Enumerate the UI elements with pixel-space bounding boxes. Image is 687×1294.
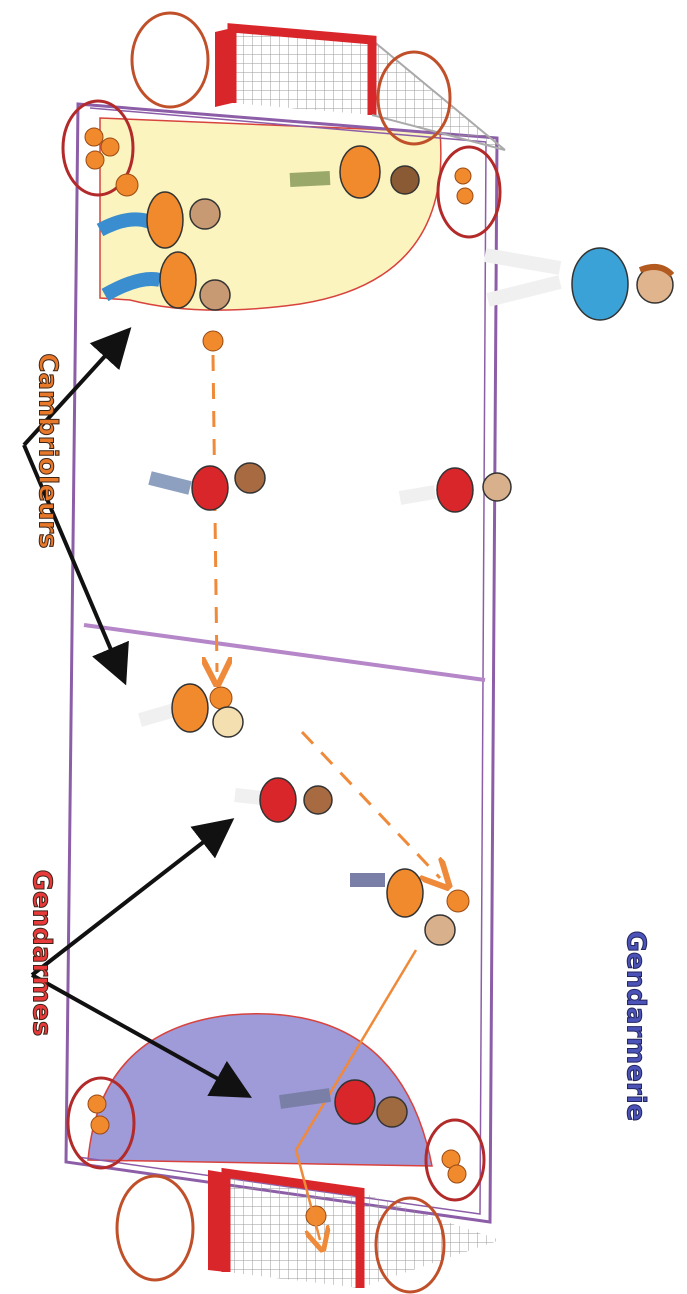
handball-goal-icon bbox=[208, 1167, 500, 1288]
thief-player bbox=[350, 868, 456, 946]
thief-player bbox=[96, 191, 221, 249]
label-gendarmes: Gendarmes bbox=[26, 869, 57, 1037]
police-player bbox=[398, 467, 512, 513]
thief-player bbox=[289, 145, 420, 199]
teacher-figure-icon bbox=[483, 247, 675, 321]
police-zone bbox=[87, 1013, 433, 1167]
police-player bbox=[234, 777, 333, 823]
ball-icon bbox=[84, 127, 474, 1227]
thief-player bbox=[138, 683, 244, 738]
shot-arrow bbox=[294, 949, 418, 1240]
label-cambrioleurs: Cambrioleurs bbox=[32, 353, 63, 549]
pointer-arrow bbox=[22, 327, 252, 1098]
player-figure-icon bbox=[148, 462, 512, 1128]
hoop-icon bbox=[61, 99, 502, 1202]
pass-arrow bbox=[213, 354, 440, 878]
thief-player bbox=[101, 251, 231, 311]
police-player bbox=[279, 1079, 408, 1128]
handball-goal-icon bbox=[215, 23, 506, 151]
player-figure-icon bbox=[96, 145, 456, 946]
police-player bbox=[148, 462, 266, 511]
label-gendarmerie: Gendarmerie bbox=[620, 930, 651, 1122]
hoop-icon bbox=[115, 11, 452, 1294]
